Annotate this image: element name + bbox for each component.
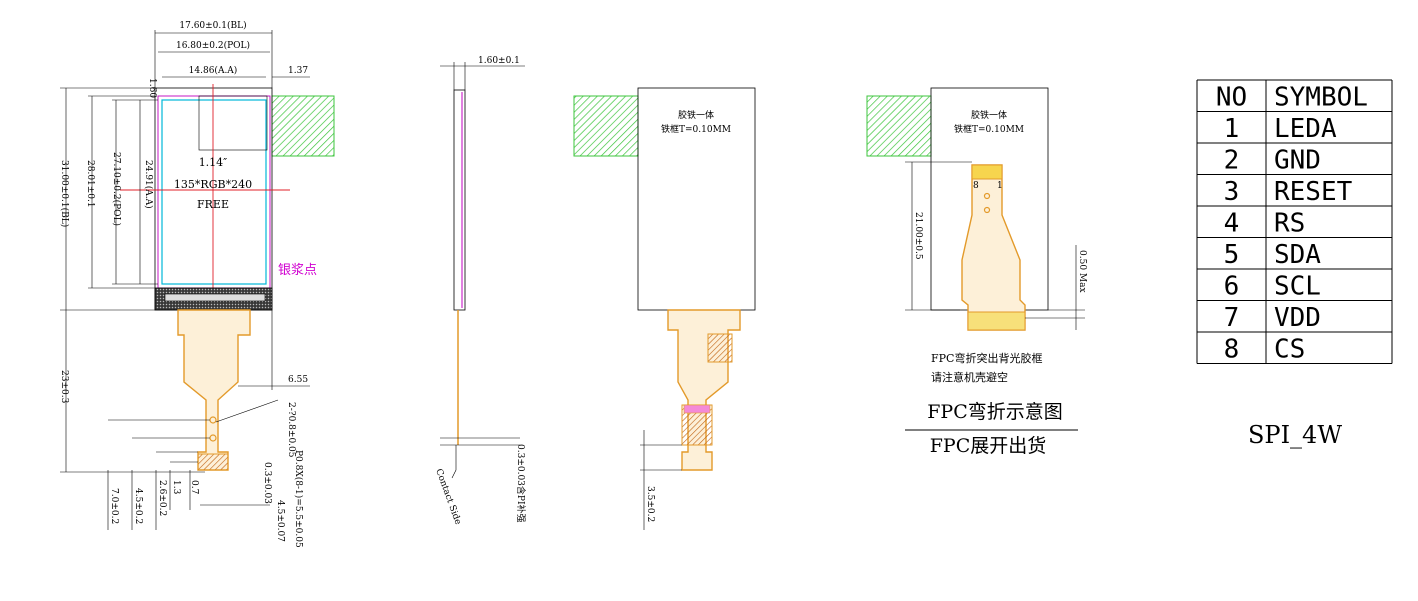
pin-last: 1 (997, 181, 1003, 191)
dim-1-3: 1.3 (171, 480, 181, 495)
dim-aa-width: 14.86(A.A) (189, 65, 238, 76)
dim-0-7: 0.7 (189, 480, 199, 495)
pin-symbol: CS (1274, 335, 1305, 365)
housing-hatch (271, 95, 335, 157)
back-hatch (573, 95, 639, 157)
bent-note2: 请注意机壳避空 (931, 370, 1008, 384)
bent-note1: FPC弯折突出背光胶框 (931, 351, 1042, 365)
contact-side-label: Contact Side (433, 468, 462, 527)
pin-symbol: SDA (1274, 240, 1321, 270)
dim-bl-height: 31.00±0.1(BL) (59, 160, 70, 227)
dim-2-6: 2.6±0.2 (157, 480, 167, 516)
dim-4-5: 4.5±0.2 (133, 488, 143, 524)
inner-mark (198, 95, 268, 151)
caption-bottom: FPC展开出货 (930, 435, 1047, 457)
dim-pad-spec: P0.8X(8-1)=5.5±0.05 (293, 450, 304, 548)
pin-first: 8 (973, 181, 979, 191)
bent-hatch (866, 95, 932, 157)
pin-number: 8 (1224, 335, 1240, 365)
pin-symbol: RS (1274, 209, 1305, 239)
dim-pol-height: 27.10±0.2(POL) (111, 152, 122, 226)
pin-number: 3 (1224, 177, 1240, 207)
status-label: FREE (197, 198, 229, 211)
dim-outer-height: 28.01±0.1 (85, 160, 95, 208)
resolution-label: 135*RGB*240 (174, 178, 252, 191)
fpc-thickness: 0.3±0.03含PI补强 (515, 444, 527, 523)
back-line2: 铁框T=0.10MM (661, 123, 731, 135)
side-body (453, 89, 466, 311)
pin-number: 1 (1224, 114, 1240, 144)
size-label: 1.14″ (199, 156, 228, 169)
dim-aa-height: 24.91(A.A) (143, 160, 154, 209)
bent-fpc (961, 164, 1026, 331)
back-view: 胶铁一体 铁框T=0.10MM 3.5±0.2 (573, 87, 756, 530)
back-body (637, 87, 756, 311)
dim-pad-length: 4.5±0.07 (275, 500, 285, 542)
back-connector (707, 333, 733, 363)
side-thickness: 1.60±0.1 (478, 56, 520, 66)
dim-pol-width: 16.80±0.2(POL) (176, 40, 250, 51)
dim-fpc-length: 23±0.3 (59, 370, 69, 404)
pin-symbol: LEDA (1274, 114, 1337, 144)
dim-fpc-side: 6.55 (288, 375, 308, 385)
pin-symbol: SCL (1274, 272, 1321, 302)
dim-right-offset: 1.37 (288, 66, 308, 76)
pin-symbol: VDD (1274, 303, 1321, 333)
dim-bl-width: 17.60±0.1(BL) (179, 20, 246, 31)
pin-table: NO SYMBOL 1 LEDA 2 GND 3 RESET 4 RS 5 SDA 6 SCL 7 VDD 8 C… (1196, 79, 1393, 365)
bent-pad (971, 164, 1003, 180)
pin-number: 4 (1224, 209, 1240, 239)
pin-number: 5 (1224, 240, 1240, 270)
pin-symbol: GND (1274, 146, 1321, 176)
front-fpc (177, 309, 251, 471)
dim-pin-spacing: 2-?0.8±0.05 (286, 402, 296, 458)
back-dim: 3.5±0.2 (645, 486, 655, 522)
driver-ic (164, 293, 266, 302)
pin-number: 6 (1224, 272, 1240, 302)
dim-pad-thickness: 0.3±0.03 (262, 462, 272, 504)
pin-number: 7 (1224, 303, 1240, 333)
front-view: 1.14″ 135*RGB*240 FREE 银浆点 17.60±0.1(BL)… (59, 20, 335, 548)
interface-label: SPI_4W (1248, 421, 1342, 449)
table-header-symbol: SYMBOL (1274, 83, 1368, 113)
silver-paste-label: 银浆点 (278, 263, 317, 278)
bent-line1: 胶铁一体 (971, 109, 1007, 121)
pin-symbol: RESET (1274, 177, 1353, 207)
bent-height: 21.00±0.5 (913, 212, 923, 260)
table-header-no: NO (1216, 83, 1247, 113)
dim-7-0: 7.0±0.2 (109, 488, 119, 524)
bent-view: 胶铁一体 铁框T=0.10MM 8 1 21.00±0.5 0.50 Max F… (866, 87, 1087, 457)
caption-top: FPC弯折示意图 (927, 401, 1063, 423)
front-fpc-stiffener (197, 453, 229, 471)
active-area (161, 99, 267, 285)
back-line1: 胶铁一体 (678, 109, 714, 121)
bent-max: 0.50 Max (1077, 250, 1087, 293)
pol-outline (157, 95, 271, 289)
pin-number: 2 (1224, 146, 1240, 176)
side-view: 1.60±0.1 0.3±0.03含PI补强 Contact Side (433, 56, 527, 526)
bent-line2: 铁框T=0.10MM (954, 123, 1024, 135)
